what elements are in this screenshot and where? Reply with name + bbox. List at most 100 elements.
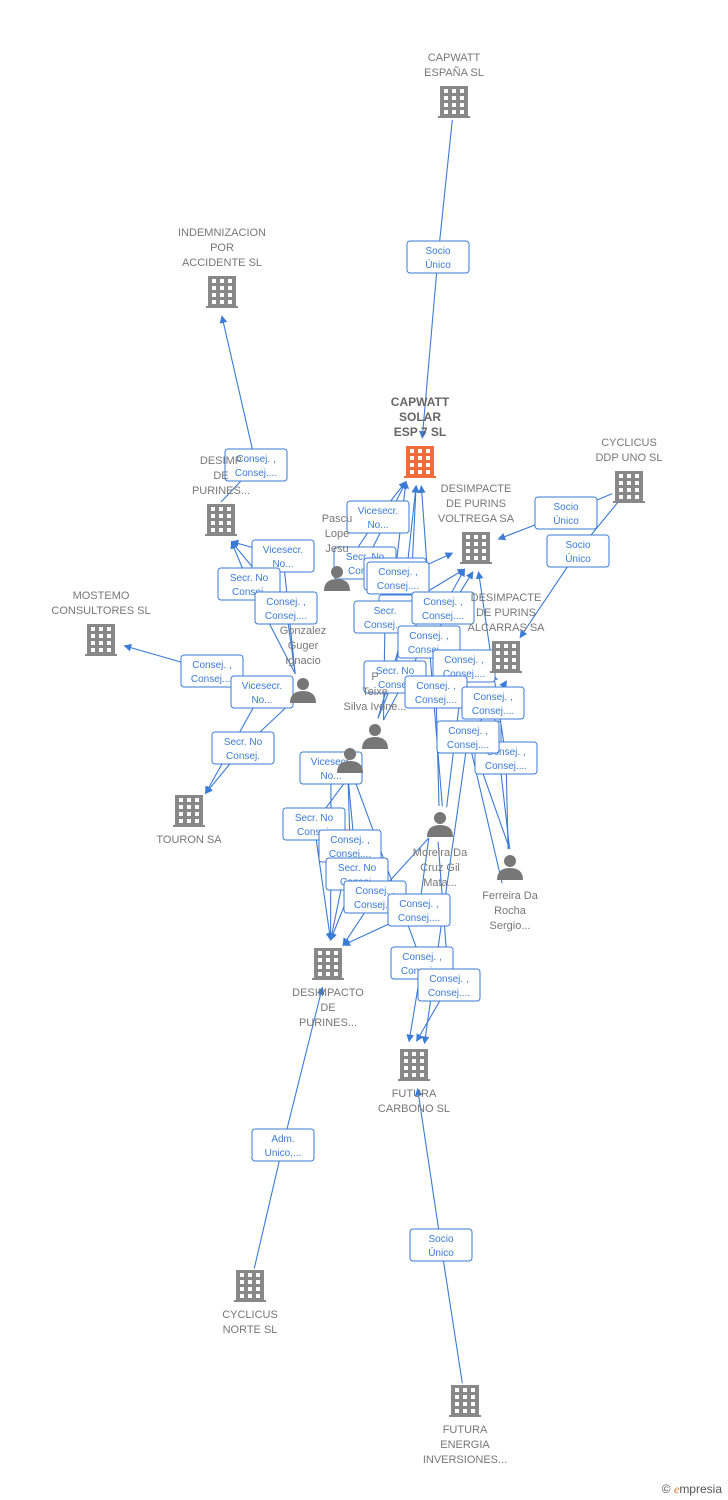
touron-building-icon bbox=[173, 795, 205, 827]
edge-role-text: Adm. bbox=[271, 1134, 294, 1145]
node-label-moreira: Moreira Da bbox=[413, 847, 468, 859]
edge-role-text: Único bbox=[428, 1246, 454, 1259]
edge-role-text: Secr. No bbox=[295, 813, 334, 824]
node-label-capwatt_espana: ESPAÑA SL bbox=[424, 66, 484, 79]
edge-role-text: Socio bbox=[565, 540, 590, 551]
indemnizacion-building-icon bbox=[206, 276, 238, 308]
edge-role-label[interactable]: Consej. ,Consej.... bbox=[180, 654, 244, 688]
edge-role-text: Consej. , bbox=[402, 952, 441, 963]
brand-e-logo: e bbox=[673, 1482, 680, 1496]
edge-role-text: Secr. No bbox=[230, 573, 269, 584]
edge-role-text: Vicesecr. bbox=[311, 757, 351, 768]
node-label-desimpacte_alcarras: DE PURINS bbox=[476, 607, 536, 619]
ferreira-person-icon bbox=[497, 855, 523, 880]
edge-role-label[interactable]: Consej. ,Consej.... bbox=[254, 591, 318, 625]
edge-role-text: Socio bbox=[553, 502, 578, 513]
node-person_mid[interactable] bbox=[337, 748, 363, 773]
node-label-futura_energia: ENERGIA bbox=[440, 1439, 490, 1451]
edge-role-label[interactable]: Vicesecr.No... bbox=[251, 539, 315, 573]
futura_carbono-building-icon bbox=[398, 1049, 430, 1081]
node-label-capwatt_espana: CAPWATT bbox=[428, 52, 481, 64]
node-futura_energia[interactable]: FUTURAENERGIAINVERSIONES... bbox=[423, 1385, 507, 1466]
node-label-moreira: Cruz Gil bbox=[420, 862, 460, 874]
edge-role-text: Unico,... bbox=[265, 1148, 302, 1159]
edge-role-text: Único bbox=[425, 258, 451, 271]
node-ferreira[interactable]: Ferreira DaRochaSergio... bbox=[482, 855, 539, 932]
node-touron[interactable]: TOURON SA bbox=[156, 795, 222, 846]
node-label-desimp_purines_l: DE bbox=[213, 470, 228, 482]
node-label-touron: TOURON SA bbox=[156, 834, 222, 846]
node-label-pascual: Pascu bbox=[322, 513, 353, 525]
edge-role-text: Consej.... bbox=[447, 740, 489, 751]
node-label-gonzalez: Ignacio bbox=[285, 655, 320, 667]
copyright-symbol: © bbox=[661, 1482, 671, 1496]
edge-role-text: Consej.... bbox=[329, 849, 371, 860]
edge-role-label[interactable]: Consej. ,Consej.... bbox=[417, 968, 481, 1002]
edge-role-label[interactable]: Adm. Unico,... bbox=[251, 1128, 315, 1162]
node-label-capwatt_solar: ESP 7 SL bbox=[394, 425, 446, 439]
edge-capwatt_espana-to-capwatt_solar bbox=[419, 119, 453, 439]
node-label-ferreira: Ferreira Da bbox=[482, 890, 539, 902]
edge-role-text: Consej. , bbox=[486, 747, 525, 758]
edge-role-text: Consej. , bbox=[473, 692, 512, 703]
node-label-pascual: Lope bbox=[325, 528, 349, 540]
node-label-futura_energia: INVERSIONES... bbox=[423, 1454, 507, 1466]
edge-role-text: Consej.... bbox=[235, 468, 277, 479]
nodes-layer: CAPWATT ESPAÑA SL INDEMNIZACIONPORACCIDENT… bbox=[51, 52, 662, 1466]
edge-role-label[interactable]: Vicesecr.No... bbox=[346, 500, 410, 534]
cyclicus_ddp-building-icon bbox=[613, 471, 645, 503]
futura_energia-building-icon bbox=[449, 1385, 481, 1417]
edge-role-text: Consej. bbox=[297, 827, 331, 838]
edge-role-label[interactable]: Consej. , Consej.... bbox=[461, 686, 525, 720]
capwatt_espana-building-icon bbox=[438, 86, 470, 118]
edge-role-text: Consej. , bbox=[266, 597, 305, 608]
gonzalez-person-icon bbox=[290, 678, 316, 703]
node-label-futura_carbono: FUTURA bbox=[392, 1088, 437, 1100]
node-label-desimpacte_voltrega: DESIMPACTE bbox=[441, 483, 512, 495]
edge-role-label[interactable]: Secr.Consej.... bbox=[353, 600, 417, 634]
node-label-mostemo: CONSULTORES SL bbox=[51, 605, 150, 617]
edge-role-label[interactable]: Consej. , Consej.... bbox=[224, 448, 288, 482]
edge-role-label[interactable]: Consej. ,Consej.... bbox=[411, 591, 475, 625]
pascual-person-icon bbox=[324, 566, 350, 591]
edge-role-text: Consej. , bbox=[378, 567, 417, 578]
edge-role-label[interactable]: Vicesecr.No... bbox=[299, 751, 363, 785]
node-desimp_purines_l[interactable]: DESIMPDEPURINES... bbox=[192, 455, 250, 536]
edge-role-label[interactable]: Consej. ,Consej.... bbox=[366, 561, 430, 595]
edge-role-text: Consej. , bbox=[423, 597, 462, 608]
node-label-gonzalez: Guger bbox=[288, 640, 319, 652]
node-capwatt_espana[interactable]: CAPWATT ESPAÑA SL bbox=[424, 52, 484, 118]
empresia-brand[interactable]: © empresia bbox=[662, 1482, 722, 1497]
edge-role-label[interactable]: Vicesecr.No... bbox=[230, 675, 294, 709]
node-desimpacto_purines[interactable]: DESIMPACTODEPURINES... bbox=[292, 948, 364, 1029]
edge-role-text: Consej. , bbox=[236, 454, 275, 465]
edge-role-text: Consej.... bbox=[472, 706, 514, 717]
node-label-teixeira: Teixe bbox=[362, 686, 388, 698]
node-label-teixeira: P bbox=[371, 671, 378, 683]
node-label-cyclicus_norte: NORTE SL bbox=[223, 1324, 278, 1336]
node-label-desimpacte_alcarras: ALCARRAS SA bbox=[467, 622, 545, 634]
edge-role-label[interactable]: Consej. ,Consej.... bbox=[318, 829, 382, 863]
edge-role-label[interactable]: Consej. ,Consej.... bbox=[404, 675, 468, 709]
edge-role-text: No... bbox=[367, 520, 388, 531]
edge-role-label[interactable]: Consej. ,Consej.... bbox=[436, 720, 500, 754]
edge-role-label[interactable]: Consej. ,Consej.... bbox=[387, 893, 451, 927]
edges-layer bbox=[123, 119, 619, 1384]
